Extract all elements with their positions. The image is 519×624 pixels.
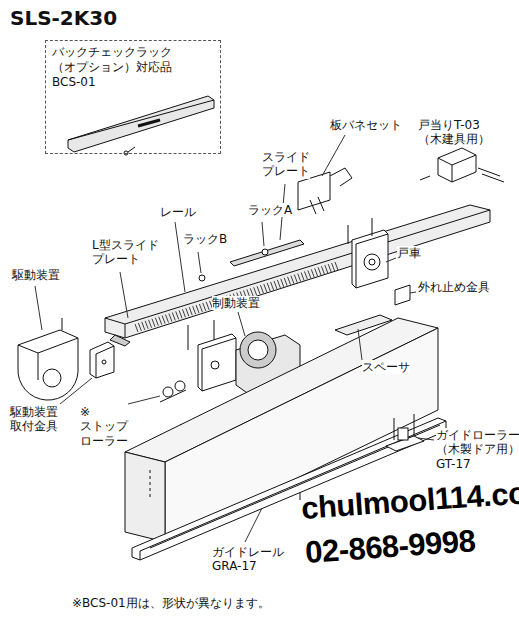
option-label: BCS-01 bbox=[52, 75, 214, 90]
part-label: スペーサ bbox=[362, 360, 410, 374]
option-box: バックチェックラック （オプション）対応品BCS-01 bbox=[45, 40, 221, 154]
watermark: 02-868-9998 bbox=[304, 522, 477, 571]
part-label: ガイドレール GRA-17 bbox=[212, 545, 284, 574]
part-label: ラックB bbox=[183, 232, 227, 246]
part-label: 駆動装置 bbox=[12, 268, 60, 282]
part-label: 外れ止め金具 bbox=[418, 280, 490, 294]
part-label: レール bbox=[160, 205, 196, 219]
part-label: ラックA bbox=[248, 203, 292, 217]
rail bbox=[105, 205, 490, 346]
part-label: 戸車 bbox=[397, 246, 421, 260]
rack-teeth bbox=[135, 262, 338, 332]
part-label: ※ストップ ローラー bbox=[80, 405, 128, 448]
part-label: ガイドローラー （木製ドア用） GT-17 bbox=[436, 428, 519, 471]
watermark: chulmool114.com bbox=[300, 472, 519, 527]
part-label: 駆動装置 取付金具 bbox=[10, 405, 58, 434]
drive-bracket bbox=[90, 342, 114, 378]
guide-roller bbox=[386, 414, 424, 451]
caption-note: ※BCS-01用は、形状が異なります。 bbox=[72, 596, 270, 610]
part-label: 戸当りT-03 （木建具用） bbox=[418, 118, 490, 147]
part-label: L型スライド プレート bbox=[92, 238, 159, 267]
option-rack bbox=[68, 96, 214, 155]
part-label: 板バネセット bbox=[330, 118, 402, 132]
slide-plate bbox=[230, 240, 304, 266]
wheel-carriage bbox=[335, 218, 410, 335]
drive-unit bbox=[18, 318, 78, 400]
stop-roller bbox=[160, 381, 186, 402]
leader-lines bbox=[35, 135, 434, 542]
part-label: スライド プレート bbox=[262, 150, 310, 179]
door-stop bbox=[420, 148, 504, 182]
part-label: 制動装置 bbox=[212, 296, 260, 310]
diagram-title: SLS-2K30 bbox=[10, 6, 117, 30]
option-label: バックチェックラック （オプション）対応品 bbox=[52, 45, 214, 75]
